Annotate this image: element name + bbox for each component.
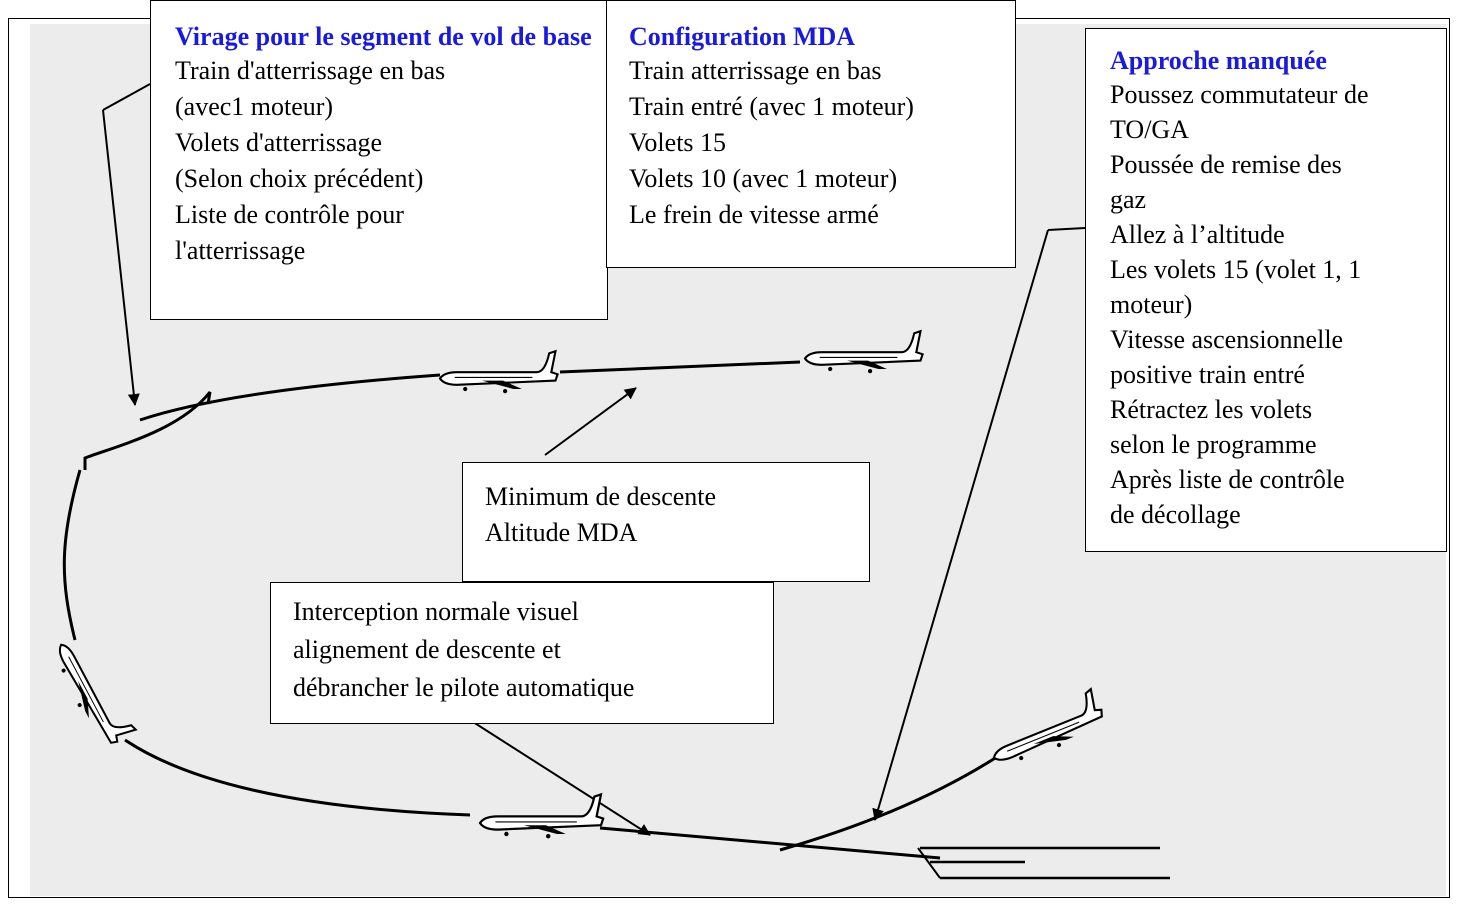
arrow-approche-top xyxy=(1047,227,1086,231)
callout-approche-line: Les volets 15 (volet 1, 1 xyxy=(1110,255,1362,284)
callout-approche-line: selon le programme xyxy=(1110,430,1317,459)
callout-approche-line: moteur) xyxy=(1110,290,1193,319)
callout-virage-line: (avec1 moteur) xyxy=(175,92,334,121)
callout-interception-line: alignement de descente et xyxy=(293,635,561,664)
callout-mda-title: Configuration MDA xyxy=(629,22,856,51)
callout-mda-line: Le frein de vitesse armé xyxy=(629,200,879,229)
callout-approche-line: Allez à l’altitude xyxy=(1110,220,1285,249)
callout-mda-line: Train entré (avec 1 moteur) xyxy=(629,92,914,121)
flight-path-downwind-mid xyxy=(559,360,801,374)
callout-virage-line: (Selon choix précédent) xyxy=(175,164,424,193)
callout-interception: Interception normale visuel alignement d… xyxy=(270,582,774,724)
callout-virage: Virage pour le segment de vol de base Tr… xyxy=(150,0,608,320)
callout-virage-line: Liste de contrôle pour xyxy=(175,200,404,229)
airplane-icon xyxy=(47,631,138,752)
callout-approche-line: positive train entré xyxy=(1110,360,1305,389)
callout-virage-line: Train d'atterrissage en bas xyxy=(175,56,446,85)
callout-mda-line: Train atterrissage en bas xyxy=(629,56,882,85)
segment-bracket xyxy=(83,391,212,470)
callout-mda-line: Volets 15 xyxy=(629,128,727,157)
callout-interception-line: débrancher le pilote automatique xyxy=(293,673,635,702)
airplane-icon xyxy=(982,687,1110,773)
callout-approche-line: gaz xyxy=(1110,185,1147,214)
callout-approche-line: TO/GA xyxy=(1110,115,1189,144)
callout-virage-line: Volets d'atterrissage xyxy=(175,128,383,157)
callout-minimum-line: Altitude MDA xyxy=(485,518,638,547)
callout-minimum-line: Minimum de descente xyxy=(485,482,717,511)
callout-approche-manquee: Approche manquée Poussez commutateur de … xyxy=(1085,28,1447,552)
flight-path-base-to-final xyxy=(124,738,471,817)
flight-path-base-turn xyxy=(62,469,82,641)
callout-virage-title: Virage pour le segment de vol de base xyxy=(175,22,592,51)
airplane-icon xyxy=(803,330,924,375)
callout-virage-line: l'atterrissage xyxy=(175,236,306,265)
callout-approche-line: Poussez commutateur de xyxy=(1110,80,1369,109)
callout-approche-line: Poussée de remise des xyxy=(1110,150,1342,179)
arrow-approche xyxy=(872,229,1049,821)
arrow-interception xyxy=(469,719,651,836)
airplane-icon xyxy=(478,793,605,840)
arrow-virage xyxy=(102,109,140,406)
callout-approche-line: Après liste de contrôle xyxy=(1110,465,1345,494)
callout-approche-line: Rétractez les volets xyxy=(1110,395,1313,424)
airplane-icon xyxy=(438,350,559,395)
arrow-mda xyxy=(544,387,637,456)
callout-configuration-mda: Configuration MDA Train atterrissage en … xyxy=(606,0,1016,268)
callout-interception-line: Interception normale visuel xyxy=(293,597,579,626)
flight-path-final xyxy=(599,826,941,860)
callout-approche-line: Vitesse ascensionnelle xyxy=(1110,325,1344,354)
callout-minimum-descente: Minimum de descente Altitude MDA xyxy=(462,462,870,582)
callout-approche-title: Approche manquée xyxy=(1110,46,1327,75)
flight-path-missed-approach xyxy=(779,753,1001,852)
callout-approche-line: de décollage xyxy=(1110,500,1241,529)
flight-path-downwind-top xyxy=(139,373,441,422)
callout-mda-line: Volets 10 (avec 1 moteur) xyxy=(629,164,898,193)
runway-lines xyxy=(917,846,1170,880)
arrow-virage-top xyxy=(102,83,151,111)
